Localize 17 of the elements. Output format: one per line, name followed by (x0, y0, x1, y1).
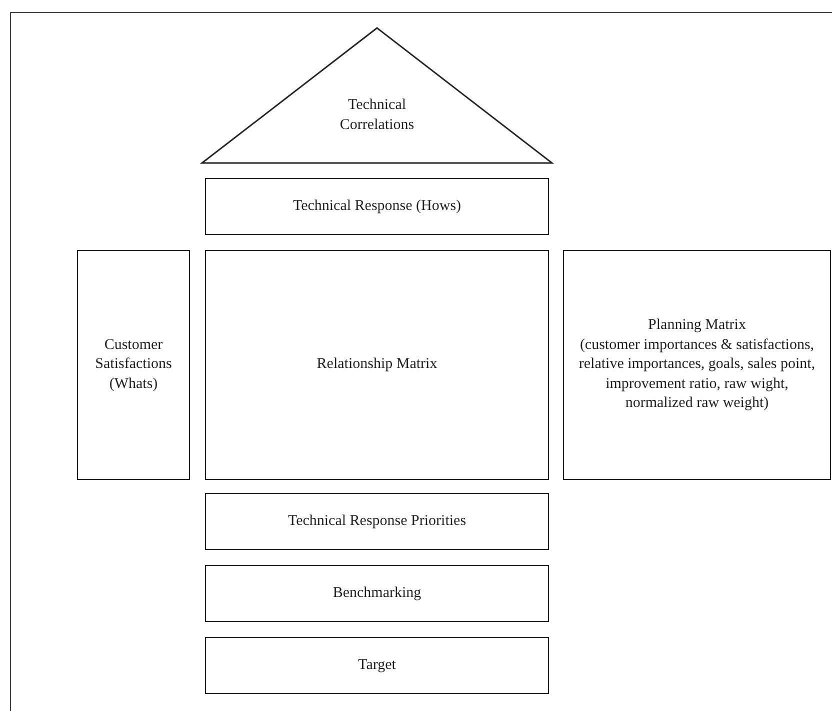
section-label: Technical Response (Hows) (292, 196, 462, 216)
section-label: Relationship Matrix (316, 355, 438, 374)
section-label: Target (358, 656, 396, 675)
section-label: Benchmarking (332, 584, 422, 603)
section-label: Technical Response Priorities (288, 512, 466, 531)
section-label: Planning Matrix (648, 316, 746, 336)
matrix-box (205, 178, 549, 235)
matrix-box (205, 493, 549, 550)
matrix-box (205, 250, 549, 480)
matrix-box (205, 565, 549, 622)
section-description: (customer importances & satisfactions, relative importances, goals, sales point, improvement ratio, raw wight, normalized raw weight) (578, 336, 816, 414)
matrix-box (77, 250, 190, 480)
matrix-box (205, 637, 549, 694)
roof-triangle (202, 28, 552, 163)
matrix-box (563, 250, 831, 480)
section-label: Technical Correlations (338, 96, 416, 134)
section-label: Customer Satisfactions (Whats) (94, 336, 173, 394)
